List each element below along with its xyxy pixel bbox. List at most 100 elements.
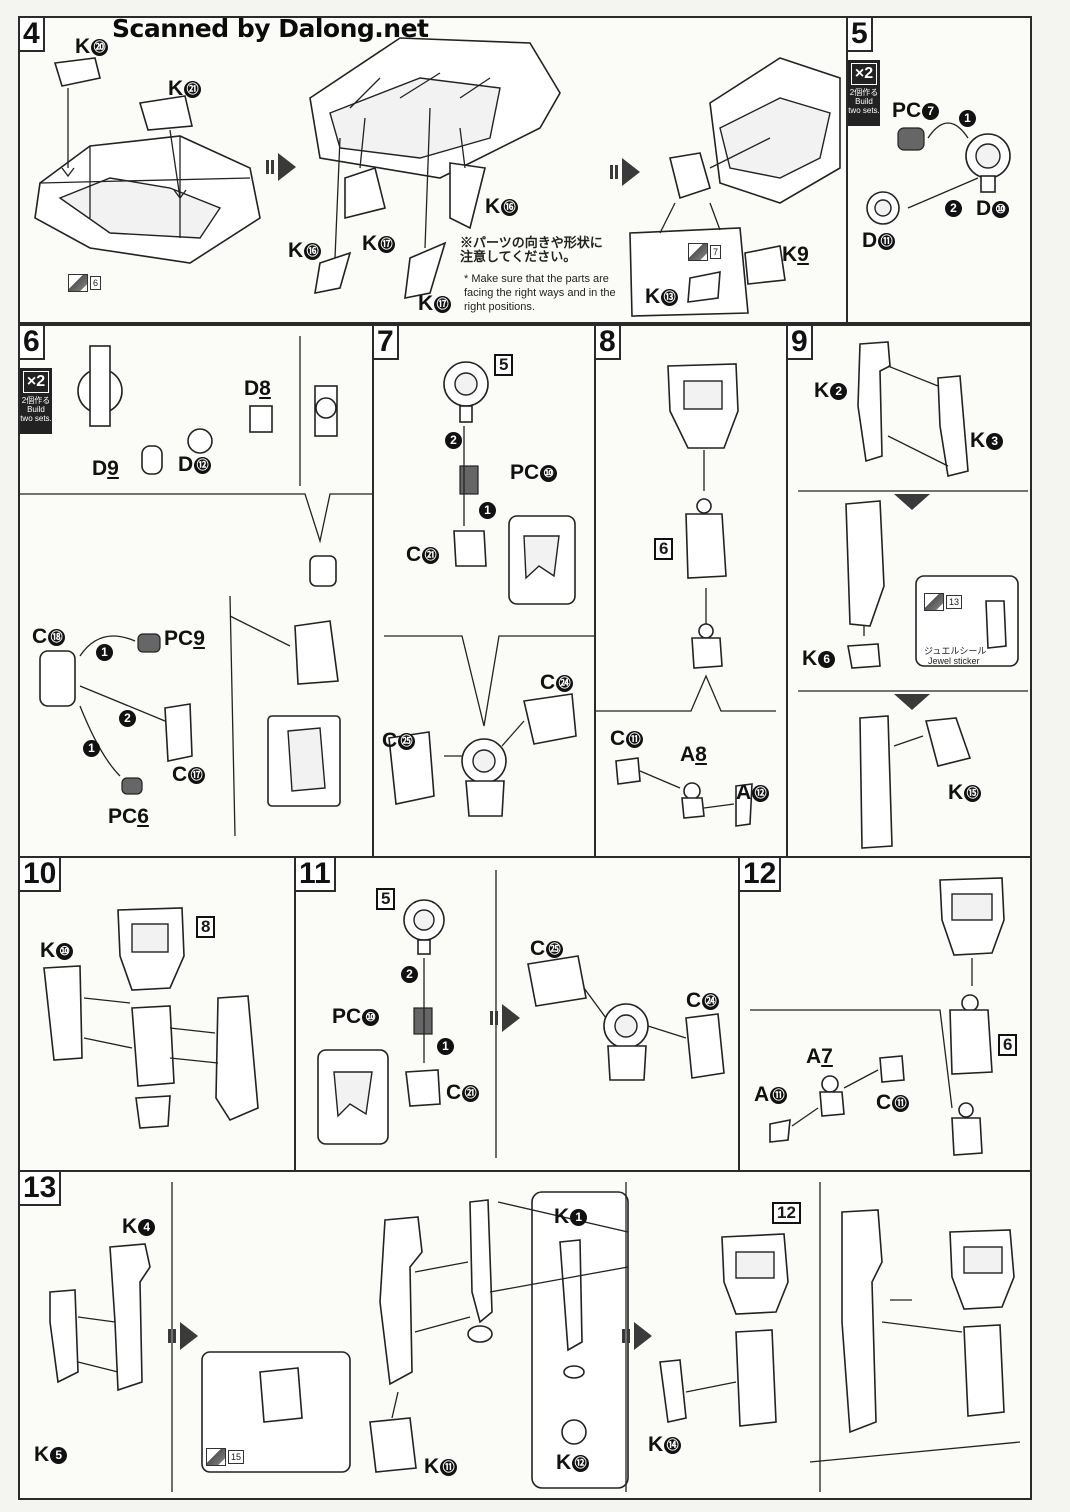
build-two-badge: ×2 2個作る Build two sets. — [20, 368, 52, 434]
next-arrow-icon — [168, 1322, 198, 1350]
step-4-panel: 4 — [18, 16, 848, 324]
label-d8: D8 — [244, 377, 271, 400]
step-number: 12 — [740, 858, 782, 892]
sticker-ref-15: 15 — [228, 1450, 245, 1464]
sticker-icon — [688, 243, 708, 261]
ref-box-5: 5 — [376, 888, 396, 910]
jewel-sticker-en: Jewel sticker — [928, 656, 980, 666]
step-4-illustration — [34, 37, 841, 317]
order-2-icon: 2 — [945, 200, 962, 217]
note-english: * Make sure that the parts are facing th… — [464, 273, 616, 313]
step-5-illustration — [866, 122, 1011, 225]
sticker-icon — [68, 274, 88, 292]
step-10-illustration — [43, 907, 259, 1129]
next-arrow-icon — [490, 1004, 520, 1032]
step-12-illustration — [750, 877, 1005, 1156]
step-number: 9 — [788, 326, 813, 360]
down-arrow-icon — [894, 494, 930, 510]
build-two-badge: ×2 2個作る Build two sets. — [848, 60, 880, 126]
jewel-sticker-jp: ジュエルシール — [924, 646, 987, 656]
step-number: 8 — [596, 326, 621, 360]
step-number: 7 — [374, 326, 399, 360]
ref-box-8: 8 — [196, 916, 216, 938]
step-11-illustration — [317, 870, 725, 1158]
step-number: 6 — [20, 326, 45, 360]
step-13-panel: 13 — [18, 1170, 1032, 1500]
step-number: 5 — [848, 18, 873, 52]
label-d9: D9 — [92, 457, 119, 480]
step-number: 10 — [20, 858, 62, 892]
step-number: 11 — [296, 858, 336, 892]
sticker-ref-6: 6 — [90, 276, 102, 290]
sticker-ref-7: 7 — [710, 245, 722, 259]
order-2-icon: 2 — [401, 966, 418, 983]
sticker-ref-13: 13 — [946, 595, 963, 609]
order-1-icon: 1 — [83, 740, 100, 757]
sticker-icon — [206, 1448, 226, 1466]
sticker-icon — [924, 593, 944, 611]
label-pc6: PC6 — [108, 805, 149, 828]
ref-box-6: 6 — [998, 1034, 1018, 1056]
order-1-icon: 1 — [96, 644, 113, 661]
order-1-icon: 1 — [437, 1038, 454, 1055]
label-k9: K9 — [782, 243, 809, 266]
watermark: Scanned by Dalong.net — [112, 14, 429, 43]
next-arrow-icon — [610, 158, 640, 186]
order-2-icon: 2 — [119, 710, 136, 727]
note-japanese: ※パーツの向きや形状に注意してください。 — [460, 235, 603, 264]
ref-box-5: 5 — [494, 354, 514, 376]
step-9-illustration — [798, 341, 1028, 849]
next-arrow-icon — [266, 153, 296, 181]
next-arrow-icon — [622, 1322, 652, 1350]
step-8-illustration — [596, 363, 776, 827]
order-2-icon: 2 — [445, 432, 462, 449]
order-1-icon: 1 — [479, 502, 496, 519]
ref-box-12: 12 — [772, 1202, 801, 1224]
step-13-illustration — [49, 1182, 1021, 1492]
label-a8: A8 — [680, 743, 707, 766]
step-6-illustration — [20, 336, 372, 837]
label-a7: A7 — [806, 1045, 833, 1068]
label-pc9: PC9 — [164, 627, 205, 650]
step-7-illustration — [384, 361, 594, 817]
step-6-panel: 6 ×2 2個作る Build two sets. — [18, 324, 374, 858]
